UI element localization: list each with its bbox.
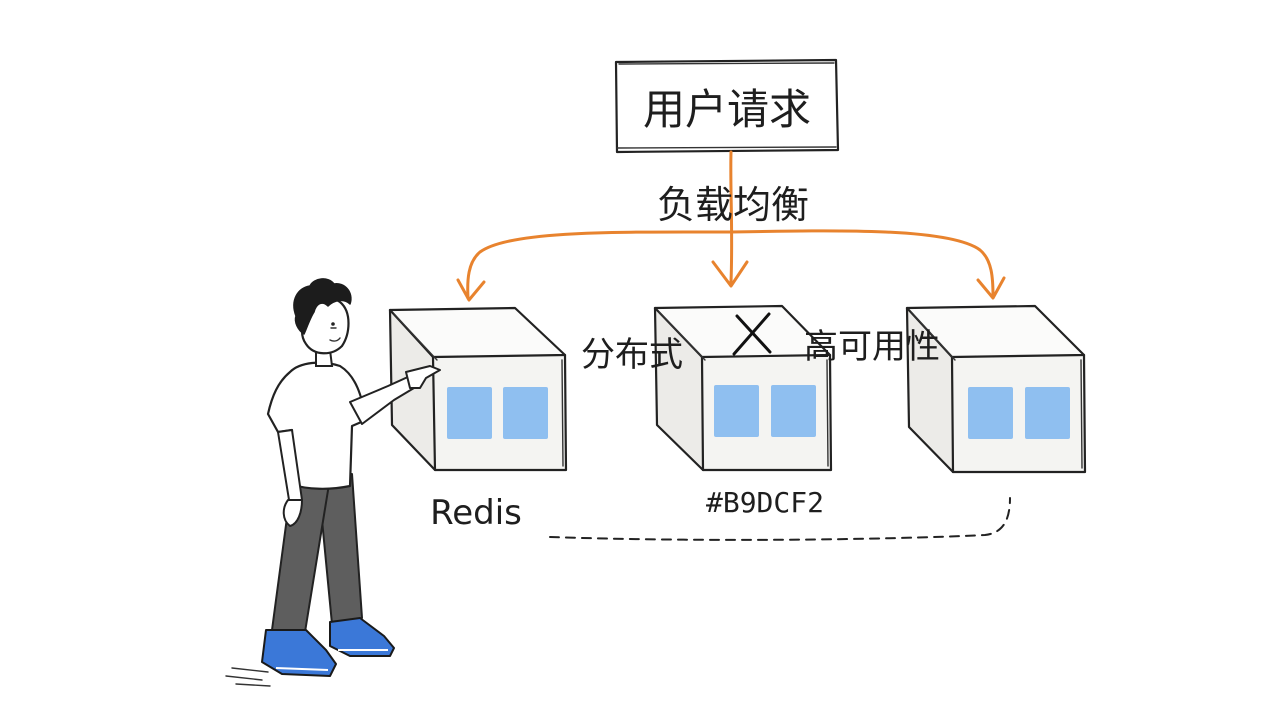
server-slot <box>714 385 759 437</box>
server-slot <box>771 385 816 437</box>
center-arrow-head <box>711 260 749 288</box>
right-arrow <box>729 229 995 298</box>
trunk-arrow <box>729 150 734 284</box>
x-mark-icon <box>732 312 772 356</box>
dashed-connector <box>549 497 1011 541</box>
right-arrow-head <box>976 276 1006 300</box>
color-code-label: #B9DCF2 <box>706 486 824 519</box>
server-slot <box>503 387 548 439</box>
left-arrow <box>466 230 733 300</box>
request-box: 用户请求 <box>614 58 840 154</box>
server-slot <box>447 387 492 439</box>
person-pointing-icon <box>225 278 441 687</box>
redis-label: Redis <box>430 493 522 533</box>
left-arrow-head <box>456 278 486 302</box>
load-balancer-label: 负载均衡 <box>657 183 809 227</box>
request-box-label: 用户请求 <box>643 85 811 134</box>
server-cube-center <box>653 304 833 472</box>
server-slot <box>968 387 1013 439</box>
server-cube-right <box>905 304 1087 474</box>
distributed-label: 分布式 <box>581 335 683 375</box>
server-cube-left <box>388 306 568 472</box>
high-availability-label: 高可用性 <box>804 327 940 367</box>
server-slot <box>1025 387 1070 439</box>
load-balancer-arrows <box>456 150 1006 302</box>
